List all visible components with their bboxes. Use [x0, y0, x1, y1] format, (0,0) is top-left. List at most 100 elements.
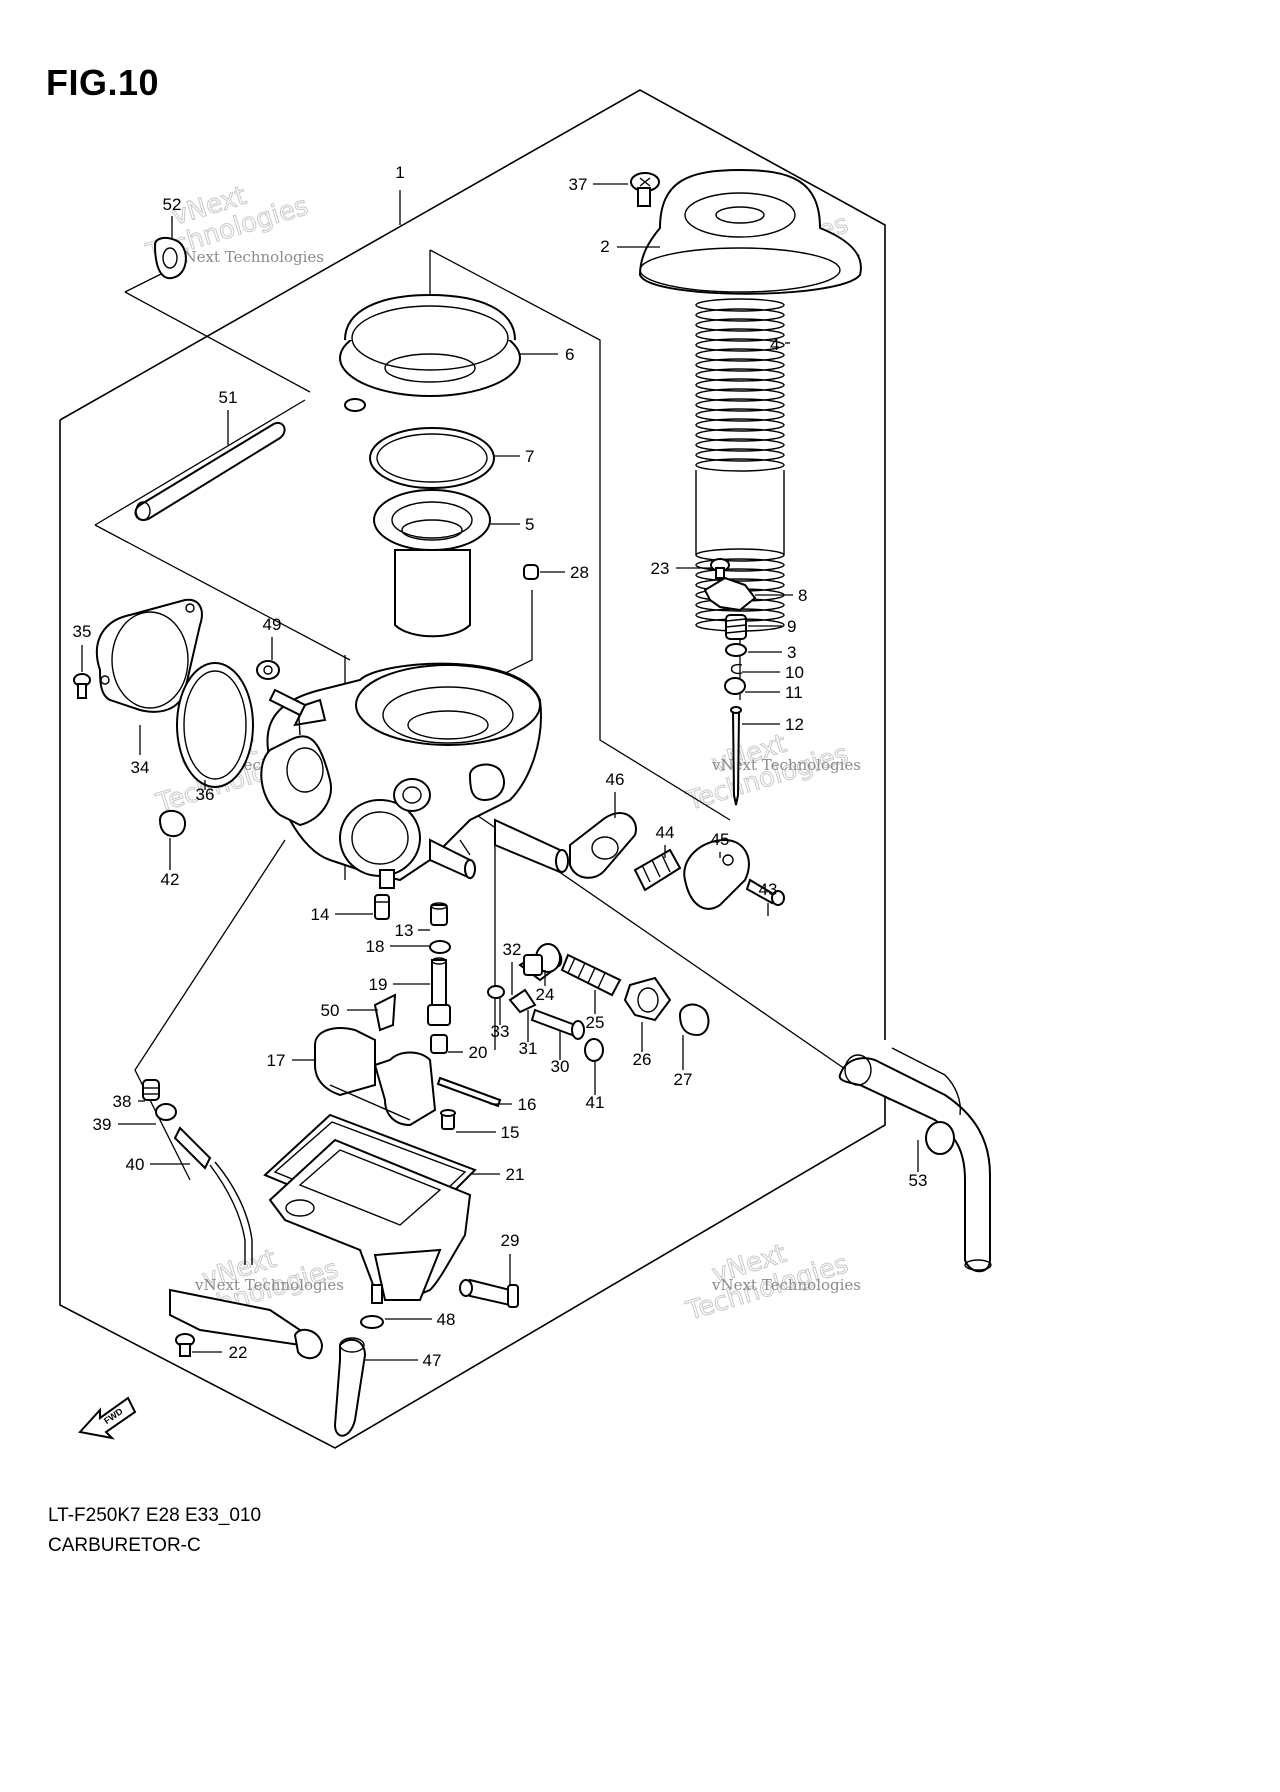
callout-9: 9 — [787, 617, 796, 636]
spring-coil — [695, 378, 785, 392]
callout-29: 29 — [501, 1231, 520, 1250]
callout-18: 18 — [366, 937, 385, 956]
spring-coil — [695, 348, 785, 362]
part-washer-3 — [725, 643, 747, 657]
part-piston-valve-5 — [373, 489, 491, 638]
spring-coil — [695, 298, 785, 312]
watermark-small: vNext Technologies — [711, 756, 861, 774]
callout-15: 15 — [501, 1123, 520, 1142]
part-screw-15 — [440, 1109, 456, 1130]
callout-27: 27 — [674, 1070, 693, 1089]
callout-11: 11 — [785, 683, 803, 702]
part-oring-33 — [487, 985, 505, 999]
part-cap-45 — [683, 838, 750, 910]
part-oring-48 — [360, 1315, 384, 1329]
part-needle-jet-19 — [427, 957, 451, 1026]
diagram-code: LT-F250K7 E28 E33_010 — [48, 1505, 262, 1526]
part-holder-11 — [724, 677, 746, 695]
callout-43: 43 — [759, 880, 778, 899]
callout-34: 34 — [131, 758, 150, 777]
assembly-frame — [59, 89, 886, 1449]
callout-24: 24 — [536, 985, 555, 1004]
part-pilot-screw-30 — [530, 1008, 585, 1040]
callout-5: 5 — [525, 515, 534, 534]
callout-38: 38 — [113, 1092, 132, 1111]
callout-1: 1 — [395, 163, 404, 182]
spring-coil — [695, 428, 785, 442]
part-adjuster-38 — [142, 1079, 160, 1101]
part-jet-13 — [430, 902, 448, 926]
spring-coil — [695, 358, 785, 372]
part-float-17 — [314, 1027, 437, 1127]
spring-coil — [695, 418, 785, 432]
fwd-arrow-icon: FWD — [78, 1396, 137, 1440]
callout-53: 53 — [909, 1171, 928, 1190]
callout-4: 4 — [770, 335, 779, 354]
part-cap-41 — [584, 1038, 604, 1062]
part-cable-40 — [169, 1126, 324, 1360]
callout-46: 46 — [606, 770, 625, 789]
callout-45: 45 — [711, 830, 730, 849]
callout-14: 14 — [311, 905, 330, 924]
spring-coil — [695, 318, 785, 332]
callout-13: 13 — [395, 921, 414, 940]
part-diaphragm-6 — [339, 293, 521, 412]
callout-33: 33 — [491, 1022, 510, 1041]
part-gasket-plate-34 — [95, 598, 203, 713]
part-vent-hose-53 — [838, 1047, 992, 1273]
callout-19: 19 — [369, 975, 388, 994]
figure-title: FIG.10 — [46, 62, 160, 103]
part-oring-18 — [429, 940, 451, 954]
callout-2: 2 — [600, 237, 609, 256]
callout-26: 26 — [633, 1050, 652, 1069]
part-carburetor-body — [260, 662, 569, 889]
spring-coil — [695, 408, 785, 422]
spring-coil — [695, 448, 785, 462]
part-spring-9 — [725, 614, 747, 640]
callout-52: 52 — [163, 195, 182, 214]
part-cap-42 — [158, 809, 187, 838]
spring-coil — [695, 398, 785, 412]
part-plunger-24 — [518, 943, 563, 982]
spring-coil — [695, 438, 785, 452]
part-spring-31 — [508, 988, 537, 1014]
part-cover-46 — [569, 812, 637, 879]
part-spring-25 — [560, 953, 622, 997]
spring-coil — [695, 308, 785, 322]
part-fitting-49 — [256, 660, 307, 717]
part-ring-7 — [369, 427, 495, 489]
watermark-small: vNext Technologies — [711, 1276, 861, 1294]
callout-7: 7 — [525, 447, 534, 466]
callout-37: 37 — [569, 175, 588, 194]
part-top-cap — [638, 168, 862, 295]
callout-41: 41 — [586, 1093, 605, 1112]
callout-51: 51 — [219, 388, 238, 407]
callout-16: 16 — [518, 1095, 537, 1114]
watermark-small: vNext Technologies — [174, 248, 324, 266]
spring-coil — [695, 368, 785, 382]
callout-21: 21 — [506, 1165, 525, 1184]
part-clip-10 — [730, 663, 743, 675]
diagram-name: CARBURETOR-C — [48, 1535, 201, 1556]
part-nut-26 — [623, 976, 672, 1022]
callout-17: 17 — [267, 1051, 286, 1070]
spring-coil — [695, 328, 785, 342]
callout-6: 6 — [565, 345, 574, 364]
callout-36: 36 — [196, 785, 215, 804]
part-drain-hose-47 — [333, 1337, 367, 1437]
part-oring-36 — [176, 662, 254, 788]
callout-10: 10 — [785, 663, 804, 682]
watermark-small: vNext Technologies — [194, 1276, 344, 1294]
callout-49: 49 — [263, 615, 282, 634]
part-screw-43 — [745, 878, 785, 906]
callout-3: 3 — [787, 643, 796, 662]
part-plate-8 — [703, 576, 757, 612]
callout-39: 39 — [93, 1115, 112, 1134]
callout-22: 22 — [229, 1343, 248, 1362]
spring-coil — [695, 458, 785, 472]
part-cap-27 — [678, 1003, 710, 1037]
part-screw-28 — [523, 564, 539, 580]
part-screw-23 — [710, 558, 730, 579]
callout-20: 20 — [469, 1043, 488, 1062]
